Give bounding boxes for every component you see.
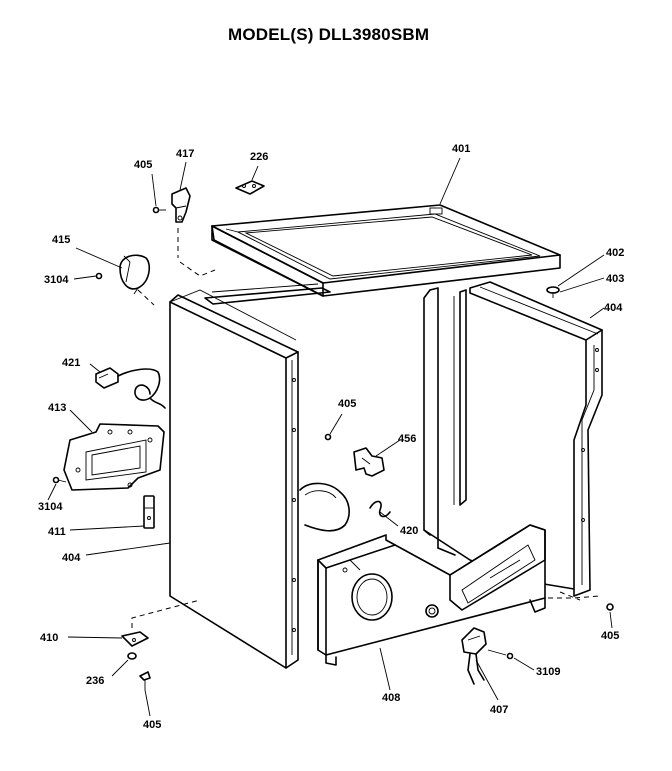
callout-405: 405: [143, 719, 161, 731]
callout-420: 420: [400, 525, 418, 537]
callout-226: 226: [250, 151, 268, 163]
callout-421: 421: [62, 357, 80, 369]
bracket-417-part: [171, 187, 191, 223]
left-side-panel-part: [169, 289, 299, 669]
clip-226-part: [235, 180, 265, 195]
callout-410: 410: [40, 632, 58, 644]
power-cord-421-part: [95, 367, 166, 409]
callout-3109: 3109: [536, 666, 560, 678]
leader-lines: [47, 157, 613, 717]
screw-405-part: [152, 206, 166, 214]
alignment-line: [137, 289, 155, 306]
duct-part: [299, 482, 350, 532]
top-rail-part: [204, 283, 331, 305]
switch-411-part: [143, 495, 155, 529]
callout-404: 404: [604, 302, 623, 314]
top-cover-part: [211, 204, 561, 297]
door-switch-407-part: [461, 627, 487, 685]
alignment-line: [131, 599, 201, 628]
cover-plate-415-part: [119, 254, 151, 295]
screw-405-part: [606, 603, 614, 611]
screw-405-part: [139, 671, 151, 690]
callout-402: 402: [606, 247, 624, 259]
callout-417: 417: [176, 148, 194, 160]
screw-3109-part: [487, 649, 514, 660]
nut-236-part: [127, 652, 137, 660]
alignment-line: [559, 591, 581, 601]
clip-420-part: [369, 500, 391, 518]
callout-411: 411: [48, 526, 66, 538]
bracket-456-part: [353, 447, 385, 477]
callout-401: 401: [452, 143, 470, 155]
bracket-plate-413-part: [63, 423, 165, 491]
screw-3104-part: [52, 476, 67, 484]
screw-3104-part: [95, 272, 103, 280]
callout-408: 408: [382, 692, 400, 704]
callout-236: 236: [86, 675, 104, 687]
callout-3104: 3104: [44, 274, 69, 286]
callout-456: 456: [398, 433, 416, 445]
callout-413: 413: [48, 402, 66, 414]
screw-402-part: [546, 286, 560, 298]
base-frame-part: [317, 524, 546, 666]
diagram-title: MODEL(S) DLL3980SBM: [228, 25, 430, 44]
callout-415: 415: [52, 234, 70, 246]
callout-labels: 405 417 226 401 415 3104 402 403 404 421…: [38, 143, 624, 731]
callout-405: 405: [601, 630, 619, 642]
alignment-line: [179, 261, 216, 277]
callout-405: 405: [134, 159, 152, 171]
callout-405: 405: [338, 398, 356, 410]
callout-404: 404: [62, 552, 81, 564]
screw-405-part: [324, 433, 332, 441]
callout-403: 403: [606, 273, 624, 285]
callout-407: 407: [490, 704, 508, 716]
leg-bracket-410-part: [121, 631, 149, 647]
right-side-panel-part: [469, 281, 603, 597]
callout-3104: 3104: [38, 501, 63, 513]
